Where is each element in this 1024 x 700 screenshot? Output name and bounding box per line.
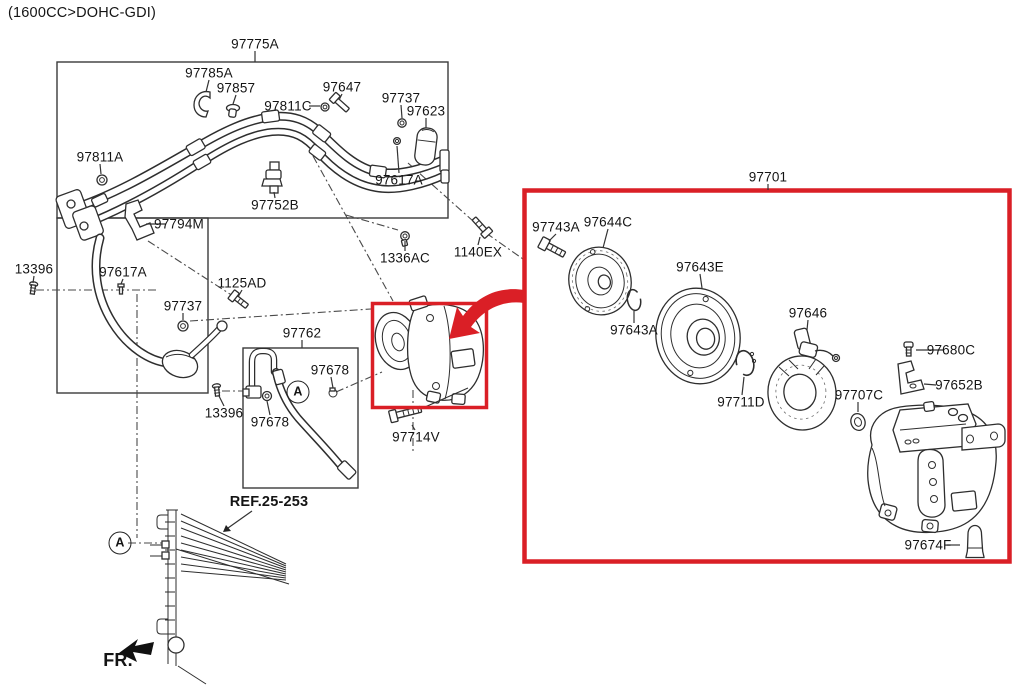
pipe-assembly-drawing: [55, 109, 450, 241]
bolt-97680C-drawing: [903, 341, 914, 357]
snap-ring-97711D-drawing: [735, 349, 757, 377]
oring-97707C-drawing: [850, 412, 866, 432]
condenser-drawing: [150, 509, 290, 685]
part-label-97680c: 97680C: [926, 342, 976, 358]
oring-97811A-drawing: [96, 174, 108, 186]
front-direction-label: FR.: [103, 650, 133, 670]
snap-ring-97643A-drawing: [626, 288, 642, 312]
bracket-97794M-drawing: [124, 199, 155, 241]
part-label-97678-upper: 97678: [310, 362, 350, 378]
part-label-97811c: 97811C: [264, 98, 312, 114]
label-leader-lines: [32, 51, 960, 546]
screw-13396-lower-drawing: [211, 383, 222, 397]
part-label-97743a: 97743A: [532, 219, 580, 235]
compressor-thumbnail-drawing: [374, 295, 485, 405]
connector-marker-a-hose: A: [286, 380, 310, 404]
part-label-97714v: 97714V: [392, 429, 440, 445]
bracket-97652B-drawing: [897, 360, 925, 395]
clutch-disc-97644C-drawing: [568, 246, 632, 316]
oring-97617A-right-drawing: [392, 136, 402, 146]
bolt-97617A-left-drawing: [117, 283, 125, 295]
part-label-97762: 97762: [282, 325, 322, 341]
part-label-97646: 97646: [788, 305, 828, 321]
assembly-box-97762: [242, 347, 359, 489]
manifold-drawing: [55, 189, 109, 241]
field-coil-97646-drawing: [767, 327, 841, 431]
oring-97737-top-drawing: [397, 118, 407, 128]
suction-pipe-drawing: [91, 233, 228, 379]
engine-spec-label: (1600CC>DOHC-GDI): [8, 4, 157, 21]
damper-97623-drawing: [414, 127, 438, 166]
part-label-1140ex: 1140EX: [453, 244, 503, 260]
part-label-97794m: 97794M: [154, 216, 204, 232]
part-label-97643e: 97643E: [676, 259, 724, 275]
part-label-97617a-left: 97617A: [99, 264, 147, 280]
part-label-97647: 97647: [322, 79, 362, 95]
screw-13396-left-drawing: [29, 281, 39, 295]
bolt-97714V-drawing: [388, 405, 423, 424]
compressor-highlight-box: [370, 301, 489, 410]
part-label-13396-left: 13396: [14, 261, 54, 277]
oring-97811C-drawing: [320, 102, 330, 112]
part-label-97857: 97857: [216, 80, 256, 96]
part-label-1125ad: 1125AD: [217, 275, 267, 291]
grommet-97857-drawing: [225, 103, 241, 118]
bolt-97647-drawing: [328, 91, 350, 113]
part-label-1336ac: 1336AC: [380, 250, 430, 266]
part-label-97678-lower: 97678: [250, 414, 290, 430]
valve-97752B-drawing: [261, 161, 283, 194]
part-label-97711d: 97711D: [717, 394, 765, 410]
bolt-97743A-drawing: [537, 236, 567, 258]
pulley-97643E-drawing: [655, 287, 741, 385]
screw-1125AD-drawing: [227, 289, 249, 309]
small-parts-top: [29, 90, 494, 332]
assembly-box-97775A: [56, 61, 449, 219]
connector-marker-a-condenser: A: [108, 531, 132, 555]
screw-1336AC-drawing: [400, 231, 410, 247]
part-label-97737-top: 97737: [381, 90, 421, 106]
condenser-ref-label: REF.25-253: [229, 493, 309, 510]
nut-97678-lower-drawing: [261, 390, 273, 402]
part-label-13396-lower: 13396: [204, 405, 244, 421]
compressor-detail-box-97701: [522, 188, 1012, 564]
part-label-97674f: 97674F: [904, 537, 952, 553]
part-label-97707c: 97707C: [834, 387, 884, 403]
part-label-97785a: 97785A: [185, 65, 233, 81]
oring-97737-left-drawing: [177, 320, 189, 332]
compressor-detail-parts: [537, 236, 1006, 559]
part-label-97737-left: 97737: [163, 298, 203, 314]
compressor-body-drawing: [867, 400, 1006, 534]
cap-97674F-drawing: [965, 524, 985, 559]
screw-1140EX-drawing: [471, 216, 494, 239]
part-label-97623: 97623: [406, 103, 446, 119]
part-label-97652b: 97652B: [935, 377, 983, 393]
zoom-callout-arrow: [449, 289, 524, 339]
clamp-97785A-drawing: [193, 90, 211, 118]
part-label-97811a: 97811A: [76, 149, 124, 165]
part-label-97775a: 97775A: [231, 36, 279, 52]
part-label-97701: 97701: [748, 169, 788, 185]
hose-97762-drawing: [211, 347, 357, 480]
part-label-97617a-right: 97617A: [375, 172, 423, 188]
part-label-97752b: 97752B: [251, 197, 299, 213]
part-label-97644c: 97644C: [583, 214, 633, 230]
front-direction-arrow: [119, 639, 154, 662]
clip-97678-upper-drawing: [328, 387, 338, 398]
part-label-97643a: 97643A: [610, 322, 658, 338]
